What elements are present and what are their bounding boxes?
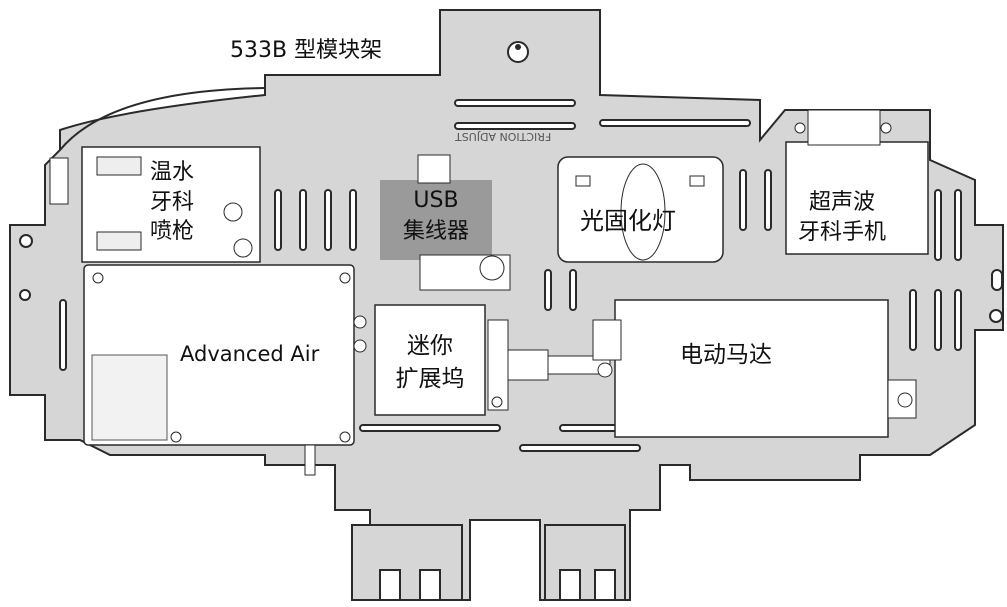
usb-hub-box xyxy=(380,180,492,260)
mini-dock-line-2: 扩展坞 xyxy=(395,366,465,393)
ultrasonic-box xyxy=(785,141,929,255)
electric-motor-box xyxy=(614,299,889,438)
curing-light-box xyxy=(557,156,724,263)
rack-title: 533B 型模块架 xyxy=(230,38,383,63)
usb-hub-line-1: USB xyxy=(413,188,459,213)
advanced-air-label: Advanced Air xyxy=(180,342,320,366)
mini-dock-box xyxy=(374,304,486,416)
curing-light-label: 光固化灯 xyxy=(580,207,676,235)
bottom-clips xyxy=(351,524,626,601)
top-tab-hole xyxy=(507,41,529,63)
mini-dock-line-1: 迷你 xyxy=(407,333,453,359)
warm-water-line-3: 喷枪 xyxy=(150,219,195,245)
frame-slots xyxy=(19,99,1003,452)
warm-water-label: 温水 牙科 喷枪 xyxy=(150,158,194,247)
warm-water-line-1: 温水 xyxy=(150,160,195,185)
electric-motor-label: 电动马达 xyxy=(680,342,772,368)
ultrasonic-label: 超声波 牙科手机 xyxy=(798,188,886,247)
rack-left-arc xyxy=(59,87,266,151)
ultrasonic-line-1: 超声波 xyxy=(809,190,876,215)
usb-hub-label: USB 集线器 xyxy=(392,186,480,248)
warm-water-line-2: 牙科 xyxy=(150,189,195,215)
usb-hub-line-2: 集线器 xyxy=(402,218,469,244)
ultrasonic-line-2: 牙科手机 xyxy=(798,219,887,245)
friction-adjust-text: FRICTION ADJUST xyxy=(455,130,552,144)
mini-dock-label: 迷你 扩展坞 xyxy=(390,330,470,397)
